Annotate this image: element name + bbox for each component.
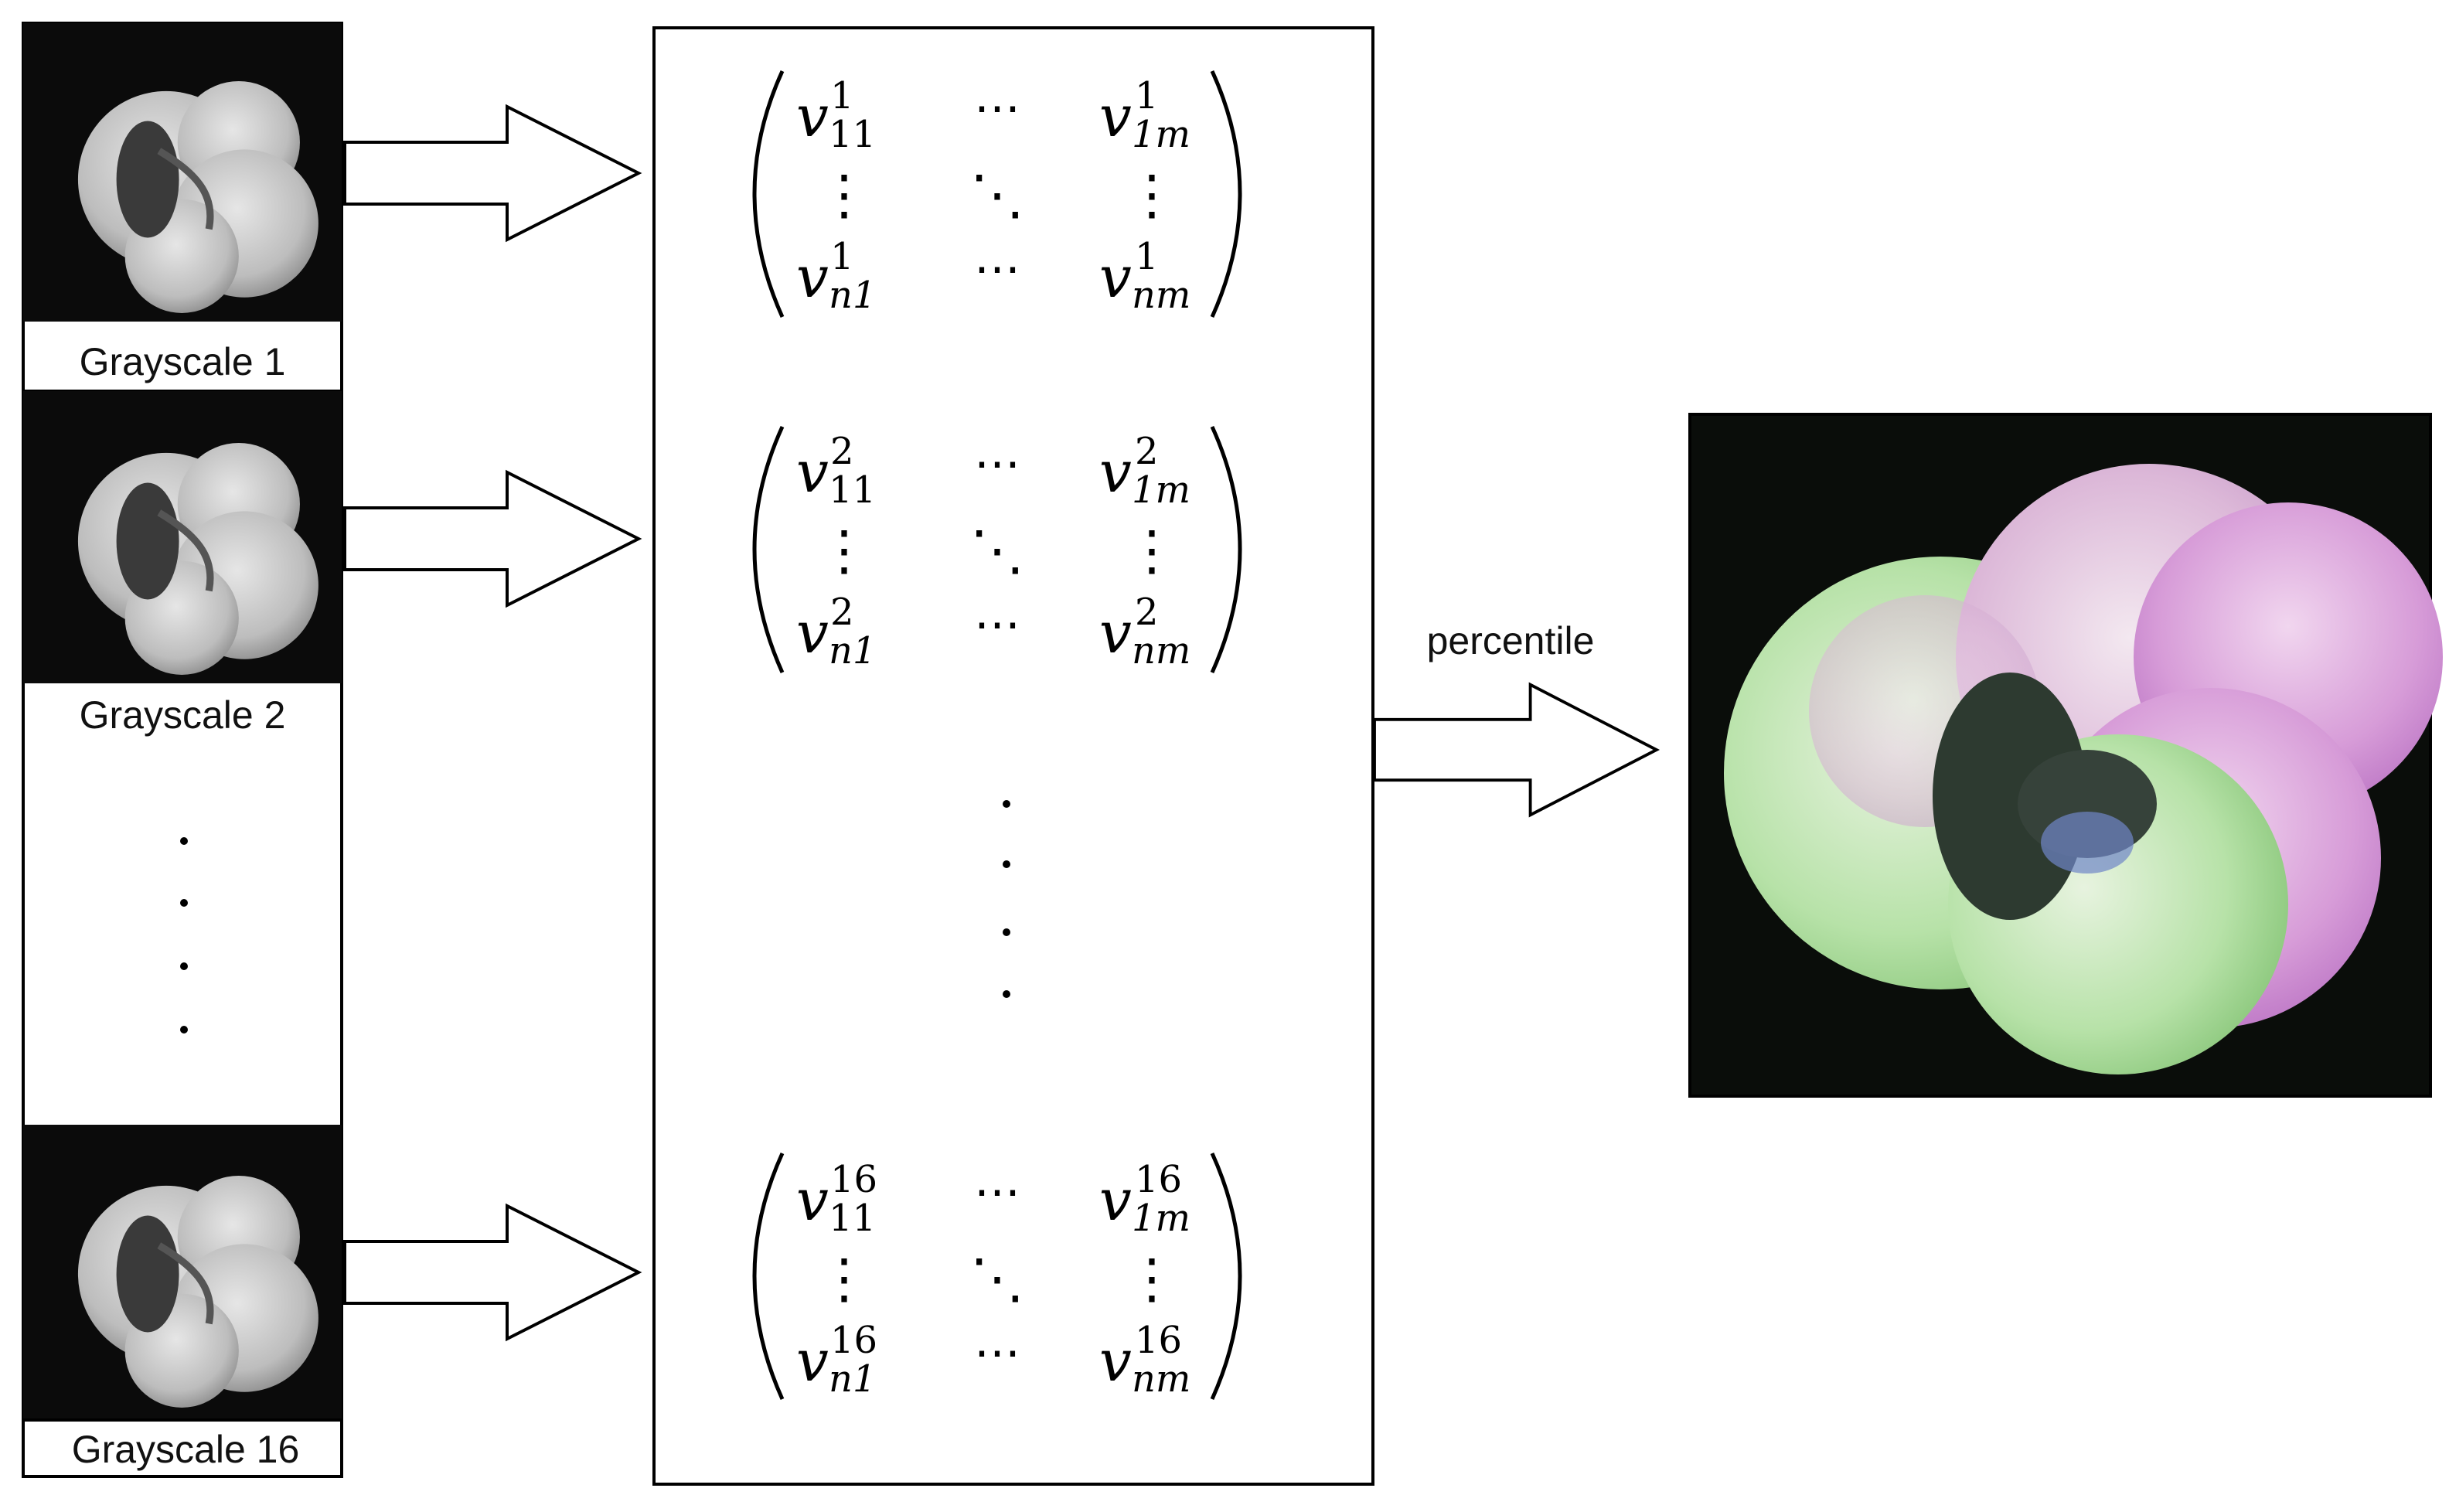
matrix-stack-frame xyxy=(652,26,1374,1486)
svg-text:⋮: ⋮ xyxy=(817,519,871,582)
svg-text:⋮: ⋮ xyxy=(817,163,871,226)
svg-text:16: 16 xyxy=(1135,1158,1182,1201)
svg-text:2: 2 xyxy=(830,591,854,634)
grayscale-caption-1: Grayscale 1 xyxy=(80,340,286,383)
svg-text:16: 16 xyxy=(1135,1319,1182,1362)
svg-text:2: 2 xyxy=(830,430,854,473)
svg-text:1: 1 xyxy=(1135,235,1159,278)
svg-text:1: 1 xyxy=(1135,74,1159,117)
svg-text:⋱: ⋱ xyxy=(970,1247,1024,1310)
svg-text:v: v xyxy=(1099,244,1132,311)
grayscale-caption-16: Grayscale 16 xyxy=(72,1428,300,1471)
matrix-16: v 16 11 ⋯ v 16 1m ⋮ ⋱ ⋮ v 16 n1 ⋯ v 16 n… xyxy=(752,1152,1242,1401)
svg-text:⋮: ⋮ xyxy=(1125,519,1179,582)
svg-text:v: v xyxy=(1099,600,1132,666)
svg-text:11: 11 xyxy=(829,468,876,512)
arrow-image-16-to-matrix-16 xyxy=(343,1204,640,1340)
svg-text:1m: 1m xyxy=(1132,468,1190,512)
matrix-1: v 1 11 ⋯ v 1 1m ⋮ ⋱ ⋮ v 1 n1 ⋯ v 1 nm xyxy=(752,70,1242,318)
matrix-2: v 2 11 ⋯ v 2 1m ⋮ ⋱ ⋮ v 2 n1 ⋯ v 2 nm xyxy=(752,425,1242,674)
svg-text:v: v xyxy=(796,600,829,666)
svg-text:16: 16 xyxy=(830,1319,877,1362)
svg-text:nm: nm xyxy=(1132,629,1190,673)
arrow-image-1-to-matrix-1 xyxy=(343,105,640,241)
svg-text:1m: 1m xyxy=(1132,113,1190,156)
svg-text:⋯: ⋯ xyxy=(974,1326,1020,1380)
svg-text:⋯: ⋯ xyxy=(974,598,1020,652)
svg-text:v: v xyxy=(796,1328,829,1395)
svg-text:v: v xyxy=(796,83,829,150)
svg-text:nm: nm xyxy=(1132,1357,1190,1401)
svg-text:11: 11 xyxy=(829,113,876,156)
svg-text:n1: n1 xyxy=(829,629,876,673)
svg-text:v: v xyxy=(1099,439,1132,506)
percentile-label: percentile xyxy=(1427,619,1595,662)
svg-text:n1: n1 xyxy=(829,274,876,317)
grayscale-caption-2: Grayscale 2 xyxy=(80,693,286,737)
svg-text:⋮: ⋮ xyxy=(1125,1247,1179,1310)
svg-text:1: 1 xyxy=(830,235,854,278)
svg-text:⋯: ⋯ xyxy=(974,437,1020,491)
svg-text:1m: 1m xyxy=(1132,1197,1190,1240)
percentile-arrow xyxy=(1373,683,1658,817)
svg-text:⋯: ⋯ xyxy=(974,242,1020,296)
grayscale-image-2 xyxy=(23,391,342,683)
svg-text:⋯: ⋯ xyxy=(974,81,1020,135)
svg-text:v: v xyxy=(796,244,829,311)
svg-text:2: 2 xyxy=(1135,430,1159,473)
svg-text:⋯: ⋯ xyxy=(974,1165,1020,1219)
svg-text:v: v xyxy=(1099,1167,1132,1234)
grayscale-image-16 xyxy=(23,1125,342,1420)
svg-text:v: v xyxy=(796,1167,829,1234)
svg-text:v: v xyxy=(1099,1328,1132,1395)
composite-color-image xyxy=(1688,413,2443,1098)
svg-text:nm: nm xyxy=(1132,274,1190,317)
svg-text:16: 16 xyxy=(830,1158,877,1201)
svg-text:⋱: ⋱ xyxy=(970,519,1024,582)
svg-text:⋱: ⋱ xyxy=(970,163,1024,226)
svg-text:1: 1 xyxy=(830,74,854,117)
arrow-image-2-to-matrix-2 xyxy=(343,471,640,607)
left-ellipsis-dots xyxy=(180,837,188,1034)
svg-text:n1: n1 xyxy=(829,1357,876,1401)
svg-text:⋮: ⋮ xyxy=(817,1247,871,1310)
grayscale-image-1 xyxy=(23,23,342,322)
matrix-ellipsis-dots xyxy=(1003,800,1010,998)
svg-text:v: v xyxy=(1099,83,1132,150)
svg-text:2: 2 xyxy=(1135,591,1159,634)
svg-text:⋮: ⋮ xyxy=(1125,163,1179,226)
svg-text:11: 11 xyxy=(829,1197,876,1240)
svg-text:v: v xyxy=(796,439,829,506)
